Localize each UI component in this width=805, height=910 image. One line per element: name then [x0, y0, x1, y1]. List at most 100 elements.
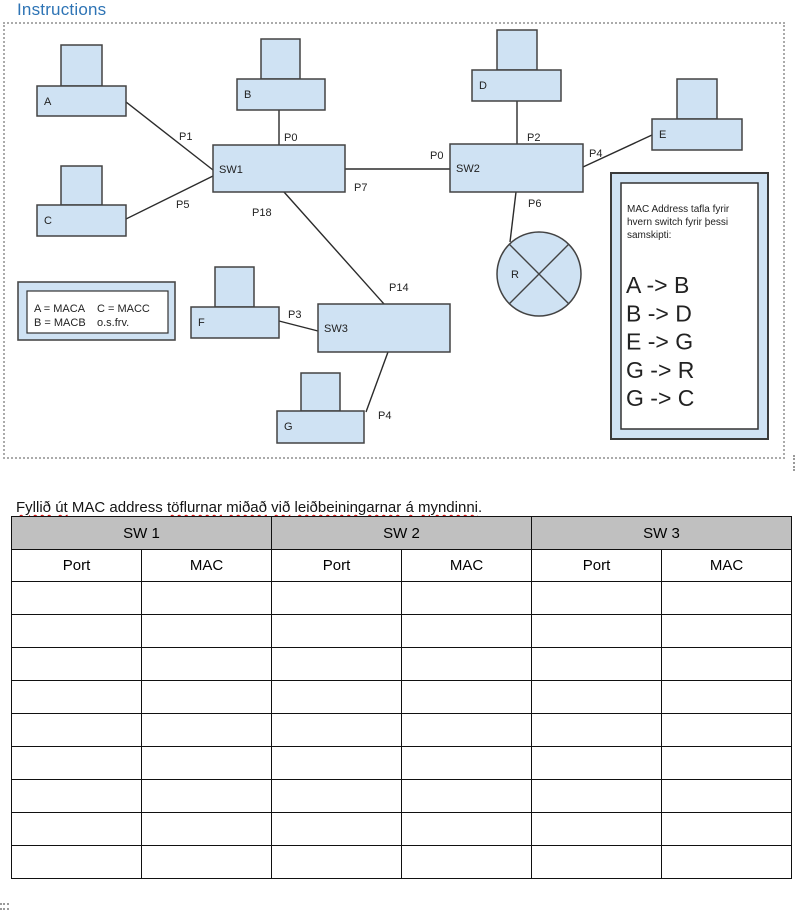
table-empty-cell[interactable]	[531, 812, 662, 846]
host-E: E	[651, 78, 743, 151]
host-base-icon	[471, 69, 562, 102]
misspelled-word: miðað	[226, 499, 267, 516]
table-column-header-mac: MAC	[661, 549, 792, 582]
table-empty-cell[interactable]	[661, 713, 792, 747]
table-empty-cell[interactable]	[661, 680, 792, 714]
router-R: R	[496, 231, 582, 317]
legend-inner-frame	[26, 290, 169, 334]
table-empty-cell[interactable]	[661, 581, 792, 615]
host-base-icon	[236, 78, 326, 111]
table-empty-cell[interactable]	[11, 812, 142, 846]
table-empty-cell[interactable]	[531, 647, 662, 681]
table-empty-cell[interactable]	[531, 746, 662, 780]
page-title: Instructions	[17, 0, 107, 19]
host-D: D	[471, 29, 562, 102]
port-label-P7: P7	[354, 182, 367, 194]
table-column-header-port: Port	[271, 549, 402, 582]
port-label-P4: P4	[378, 410, 391, 422]
table-empty-cell[interactable]	[401, 680, 532, 714]
instruction-text: Fyllið út MAC address töflurnar miðað vi…	[16, 499, 776, 516]
table-empty-cell[interactable]	[401, 845, 532, 879]
port-label-P3: P3	[288, 309, 301, 321]
port-label-P18: P18	[252, 207, 272, 219]
table-empty-cell[interactable]	[401, 713, 532, 747]
word: address	[109, 499, 163, 516]
mac-flow-item: G -> R	[626, 357, 694, 383]
table-empty-cell[interactable]	[531, 845, 662, 879]
table-empty-cell[interactable]	[661, 845, 792, 879]
table-empty-cell[interactable]	[11, 845, 142, 879]
table-empty-cell[interactable]	[401, 746, 532, 780]
table-empty-cell[interactable]	[661, 614, 792, 648]
port-label-P5: P5	[176, 199, 189, 211]
table-empty-cell[interactable]	[401, 647, 532, 681]
table-empty-cell[interactable]	[11, 581, 142, 615]
table-group-header-sw3: SW 3	[531, 516, 792, 550]
table-empty-cell[interactable]	[141, 680, 272, 714]
table-empty-cell[interactable]	[141, 845, 272, 879]
link-line	[125, 101, 214, 171]
host-base-icon	[190, 306, 280, 339]
table-empty-cell[interactable]	[141, 647, 272, 681]
table-empty-cell[interactable]	[271, 746, 402, 780]
table-empty-cell[interactable]	[531, 779, 662, 813]
table-empty-cell[interactable]	[271, 680, 402, 714]
table-row	[11, 614, 792, 648]
table-empty-cell[interactable]	[141, 812, 272, 846]
table-empty-cell[interactable]	[141, 713, 272, 747]
mac-flow-item: B -> D	[626, 300, 692, 326]
table-empty-cell[interactable]	[531, 581, 662, 615]
host-label: E	[659, 129, 666, 141]
switch-box	[317, 303, 451, 353]
table-empty-cell[interactable]	[531, 680, 662, 714]
table-empty-cell[interactable]	[141, 581, 272, 615]
table-row	[11, 746, 792, 780]
table-row	[11, 680, 792, 714]
table-empty-cell[interactable]	[271, 845, 402, 879]
table-empty-cell[interactable]	[401, 614, 532, 648]
table-empty-cell[interactable]	[661, 647, 792, 681]
mac-note-inner-frame	[620, 182, 759, 430]
table-column-header-mac: MAC	[401, 549, 532, 582]
switch-SW1: SW1	[212, 144, 346, 193]
table-empty-cell[interactable]	[271, 812, 402, 846]
dashed-border-fragment	[0, 903, 9, 910]
table-column-header-mac: MAC	[141, 549, 272, 582]
table-empty-cell[interactable]	[401, 581, 532, 615]
table-empty-cell[interactable]	[271, 581, 402, 615]
host-label: D	[479, 80, 487, 92]
switch-SW2: SW2	[449, 143, 584, 193]
table-empty-cell[interactable]	[661, 779, 792, 813]
table-empty-cell[interactable]	[401, 779, 532, 813]
table-empty-cell[interactable]	[11, 779, 142, 813]
host-monitor-icon	[60, 44, 103, 87]
host-label: B	[244, 89, 251, 101]
table-row	[11, 779, 792, 813]
table-empty-cell[interactable]	[141, 614, 272, 648]
switch-box	[449, 143, 584, 193]
table-empty-cell[interactable]	[661, 812, 792, 846]
table-empty-cell[interactable]	[11, 680, 142, 714]
table-empty-cell[interactable]	[531, 614, 662, 648]
misspelled-word: töflurnar	[166, 499, 222, 516]
table-empty-cell[interactable]	[661, 746, 792, 780]
table-empty-cell[interactable]	[11, 746, 142, 780]
table-empty-cell[interactable]	[141, 779, 272, 813]
table-empty-cell[interactable]	[271, 647, 402, 681]
table-empty-cell[interactable]	[271, 713, 402, 747]
legend-text: A = MACA	[34, 303, 86, 315]
table-empty-cell[interactable]	[11, 713, 142, 747]
table-empty-cell[interactable]	[531, 713, 662, 747]
table-empty-cell[interactable]	[11, 647, 142, 681]
table-empty-cell[interactable]	[141, 746, 272, 780]
port-label-P0: P0	[430, 150, 443, 162]
table-column-header-port: Port	[11, 549, 142, 582]
host-monitor-icon	[300, 372, 341, 412]
table-empty-cell[interactable]	[271, 614, 402, 648]
port-label-P1: P1	[179, 131, 192, 143]
table-empty-cell[interactable]	[271, 779, 402, 813]
table-empty-cell[interactable]	[11, 614, 142, 648]
table-empty-cell[interactable]	[401, 812, 532, 846]
